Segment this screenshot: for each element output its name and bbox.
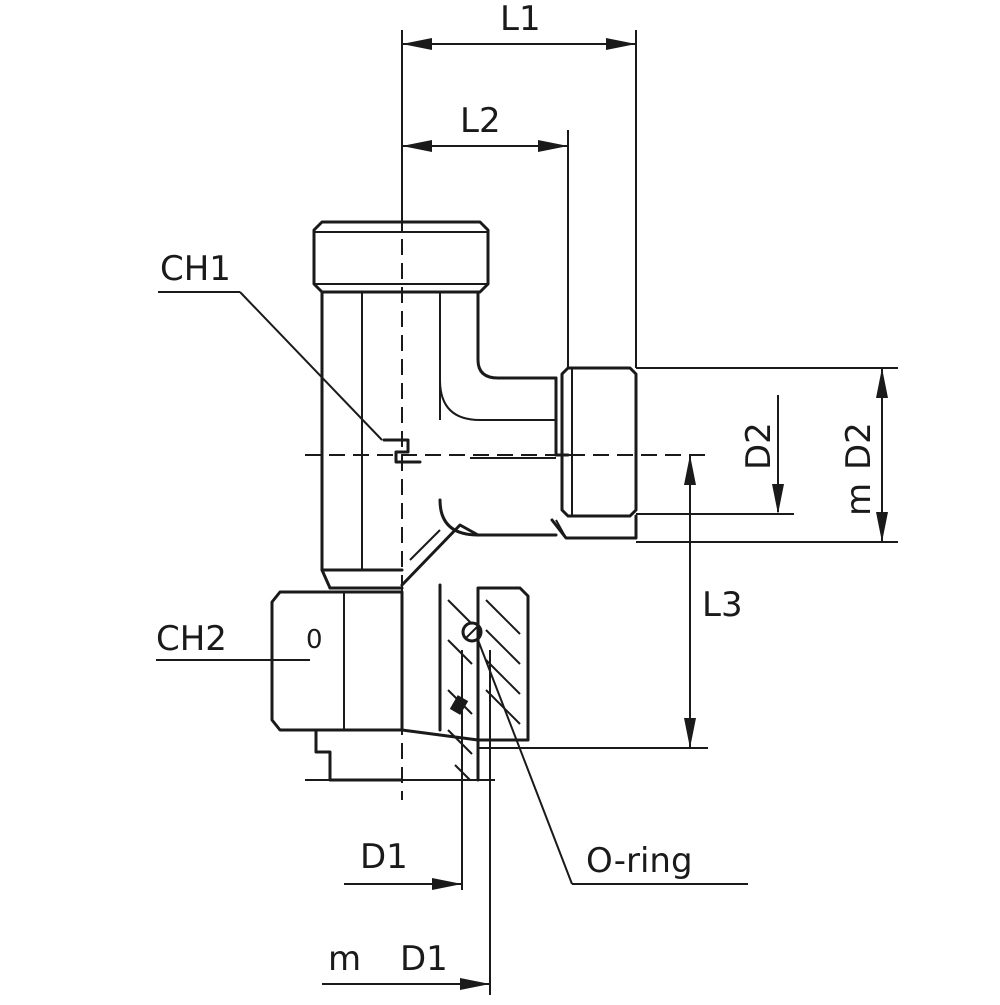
o-ring-circle	[461, 621, 483, 643]
top-hex-nut	[312, 220, 490, 294]
l1-label: L1	[500, 0, 541, 39]
o-ring-leader-diagonal	[477, 639, 573, 885]
m-d1-d1-label: D1	[400, 939, 448, 979]
o-ring-label: O-ring	[586, 841, 693, 881]
l3-label: L3	[702, 585, 743, 625]
ch2-label: CH2	[156, 619, 227, 659]
bottom-hex-nut	[270, 590, 495, 782]
ch1-leader-diagonal	[239, 291, 383, 441]
tee-body	[320, 290, 558, 590]
seal-element	[449, 695, 469, 715]
d2-inner-label: D2	[739, 422, 779, 470]
d1-label: D1	[360, 837, 408, 877]
ch1-label: CH1	[160, 249, 231, 289]
ch1-marker	[382, 438, 422, 464]
m-d1-m-label: m	[328, 939, 361, 979]
nut-mark: 0	[306, 625, 323, 655]
right-port	[550, 366, 638, 540]
m-d2-label: m	[839, 483, 879, 516]
d2-outer-label: D2	[839, 422, 879, 470]
l2-label: L2	[460, 101, 501, 141]
section-view	[400, 523, 530, 782]
